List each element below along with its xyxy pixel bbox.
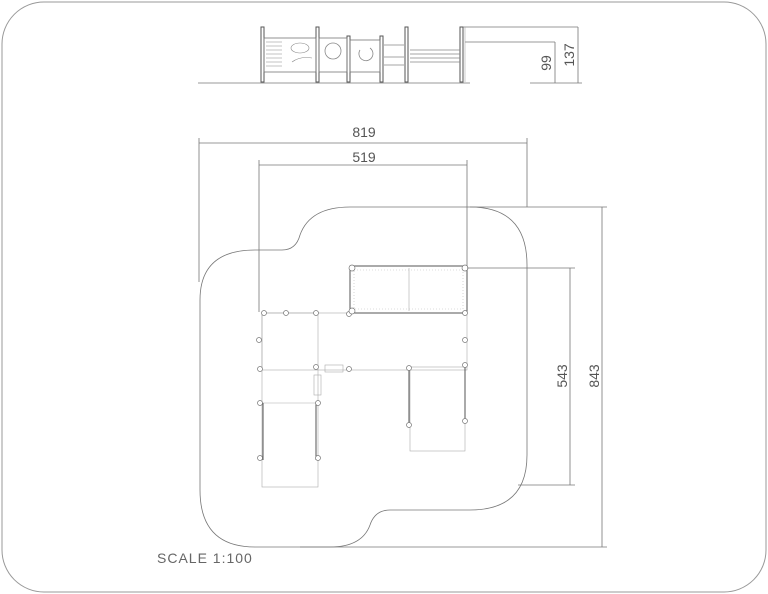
trampoline xyxy=(349,265,468,314)
scale-label: SCALE 1:100 xyxy=(157,550,253,566)
dim-total-height: 137 xyxy=(561,43,577,67)
dim-equipment-width: 519 xyxy=(352,149,376,165)
elevation-dimensions: 99 137 xyxy=(538,27,579,83)
dim-equipment-depth: 543 xyxy=(554,364,570,388)
tic-tac-panel xyxy=(318,37,348,73)
spinner-panel xyxy=(349,39,381,73)
dim-platform-height: 99 xyxy=(538,55,554,71)
dim-overall-width: 819 xyxy=(352,124,376,140)
plan-view xyxy=(256,264,469,488)
safety-zone-outline xyxy=(199,206,528,548)
side-elevation xyxy=(198,26,582,84)
dim-overall-depth: 843 xyxy=(586,364,602,388)
climbing-panel xyxy=(263,37,317,73)
plan-dimensions: 819 519 543 843 xyxy=(198,124,607,548)
